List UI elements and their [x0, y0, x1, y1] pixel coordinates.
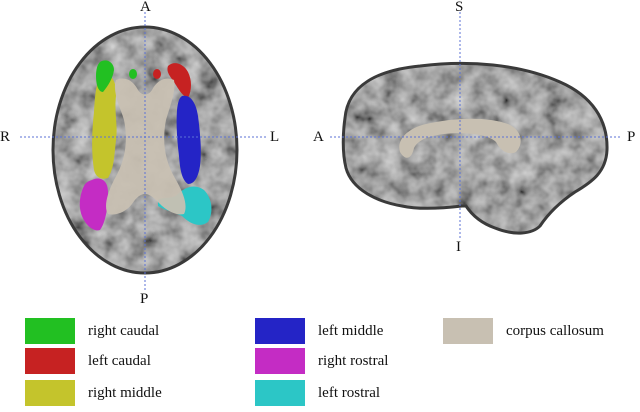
- tract-right-rostral: [79, 178, 108, 231]
- tract-corpus-callosum-sagittal: [399, 118, 521, 158]
- legend-swatch: [255, 380, 305, 406]
- legend-item-right-rostral: right rostral: [255, 348, 388, 374]
- tract-corpus-callosum-axial: [106, 78, 186, 215]
- legend-label: right rostral: [318, 352, 389, 369]
- axial-label-right: L: [270, 129, 280, 145]
- sagittal-label-top: S: [455, 0, 464, 15]
- legend-label: left caudal: [88, 352, 151, 369]
- legend-item-left-middle: left middle: [255, 318, 383, 344]
- legend-label: corpus callosum: [506, 322, 604, 339]
- sagittal-brain-outline: [341, 61, 609, 235]
- axial-label-left: R: [0, 129, 11, 145]
- sagittal-label-bottom: I: [456, 239, 461, 255]
- axial-label-bottom: P: [140, 291, 149, 307]
- legend-item-right-caudal: right caudal: [25, 318, 159, 344]
- legend-item-corpus-callosum: corpus callosum: [443, 318, 604, 344]
- tract-right-caudal-dot: [129, 69, 137, 79]
- axial-slice: [20, 12, 268, 292]
- legend-swatch: [25, 348, 75, 374]
- legend-swatch: [255, 318, 305, 344]
- tract-left-middle: [176, 95, 201, 184]
- tract-left-caudal-dot: [153, 69, 161, 79]
- legend-item-left-caudal: left caudal: [25, 348, 151, 374]
- legend-label: left rostral: [318, 384, 381, 401]
- sagittal-label-left: A: [313, 129, 324, 145]
- legend-swatch: [255, 348, 305, 374]
- legend-label: right middle: [88, 384, 162, 401]
- legend-swatch: [443, 318, 493, 344]
- legend-label: left middle: [318, 322, 384, 339]
- axial-label-top: A: [140, 0, 151, 15]
- legend-swatch: [25, 318, 75, 344]
- legend-label: right caudal: [88, 322, 160, 339]
- tract-right-middle: [92, 73, 117, 179]
- sagittal-slice: [330, 12, 622, 240]
- sagittal-label-right: P: [627, 129, 636, 145]
- tract-left-caudal: [167, 63, 191, 98]
- legend-item-right-middle: right middle: [25, 380, 162, 406]
- legend-swatch: [25, 380, 75, 406]
- legend-item-left-rostral: left rostral: [255, 380, 380, 406]
- tract-right-caudal: [96, 60, 114, 92]
